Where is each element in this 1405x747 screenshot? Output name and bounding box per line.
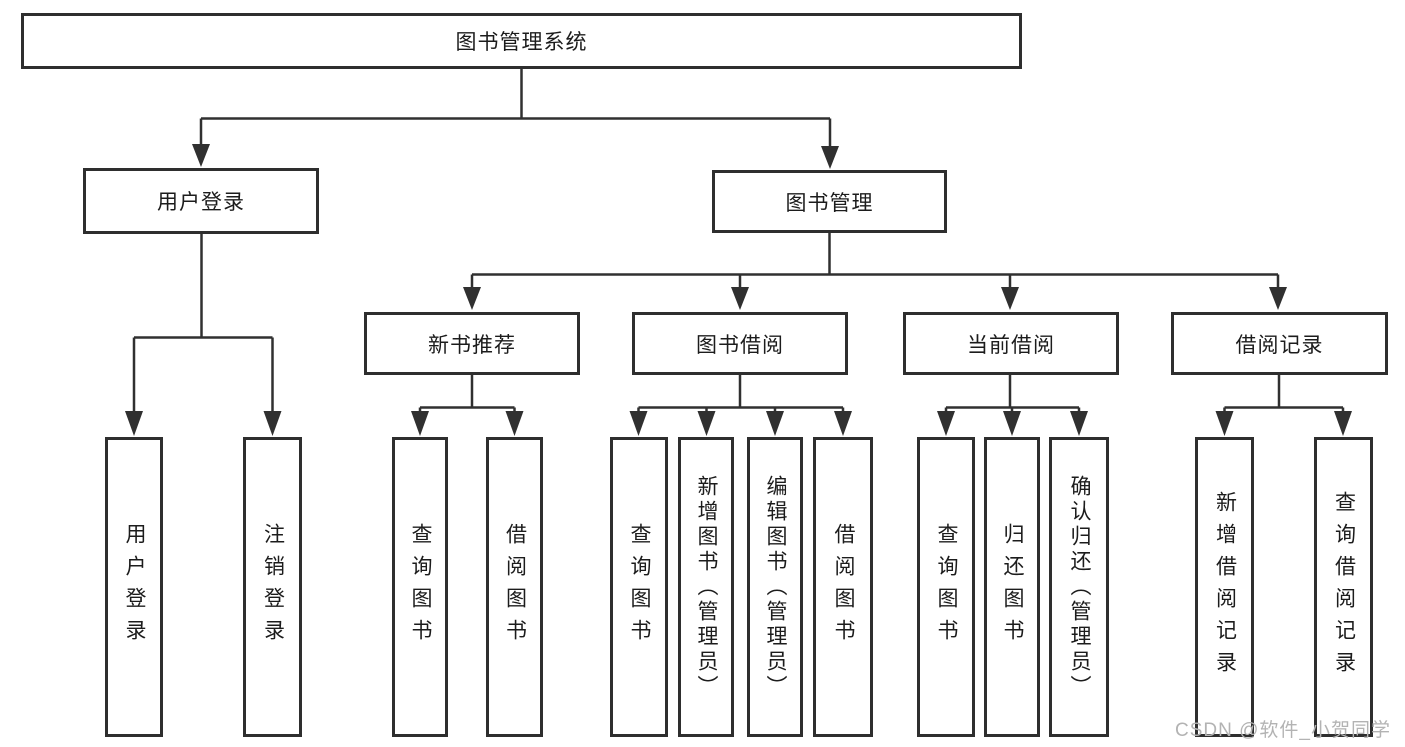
connector-user-login-to-leaves: [132, 234, 274, 413]
connector-new-book-to-leaves: [418, 374, 516, 413]
leaf-cb-confirm-return-admin: 确认归还（管理员）: [1049, 437, 1109, 737]
node-user-login: 用户登录: [83, 168, 319, 234]
arrowhead: [834, 411, 852, 436]
arrowheads: [125, 144, 1352, 436]
leaf-nb-query-books: 查询图书: [392, 437, 448, 737]
arrowhead: [192, 144, 210, 167]
node-new-book-recommend: 新书推荐: [364, 312, 580, 375]
leaf-bb-query-books: 查询图书: [610, 437, 668, 737]
connector-book-borrow-to-leaves: [637, 374, 845, 413]
leaf-label: 查询借阅记录: [1332, 491, 1356, 683]
arrowhead: [1215, 411, 1234, 436]
leaf-label: 编辑图书（管理员）: [764, 474, 787, 700]
arrowhead: [766, 411, 784, 436]
arrowhead: [411, 411, 429, 436]
node-label: 当前借阅: [967, 333, 1055, 357]
leaf-cb-return-books: 归还图书: [984, 437, 1040, 737]
connector-current-borrow-to-leaves: [944, 374, 1081, 413]
leaf-bb-edit-books-admin: 编辑图书（管理员）: [747, 437, 803, 737]
node-current-borrow: 当前借阅: [903, 312, 1119, 375]
leaf-nb-borrow-books: 借阅图书: [486, 437, 543, 737]
leaf-label: 借阅图书: [832, 523, 855, 651]
leaf-bb-borrow-books: 借阅图书: [813, 437, 873, 737]
arrowhead: [629, 411, 648, 436]
leaf-label: 确认归还（管理员）: [1068, 474, 1091, 700]
node-book-borrow: 图书借阅: [632, 312, 848, 375]
node-label: 借阅记录: [1235, 333, 1324, 357]
leaf-label: 用户登录: [123, 523, 146, 651]
connector-book-mgmt-to-level3: [470, 232, 1280, 289]
node-label: 用户登录: [157, 191, 245, 214]
leaf-logout: 注销登录: [243, 437, 302, 737]
arrowhead: [505, 411, 524, 436]
leaf-cb-query-books: 查询图书: [917, 437, 975, 737]
arrowhead: [1001, 287, 1019, 310]
leaf-br-add-borrow-record: 新增借阅记录: [1195, 437, 1254, 737]
node-book-management: 图书管理: [712, 170, 947, 233]
leaf-label: 归还图书: [1001, 523, 1024, 651]
csdn-watermark: CSDN @软件_小贺同学: [1175, 720, 1391, 741]
arrowhead: [821, 146, 839, 169]
leaf-label: 借阅图书: [503, 523, 527, 651]
leaf-label: 新增借阅记录: [1213, 491, 1237, 683]
arrowhead: [1003, 411, 1021, 436]
node-label: 图书管理系统: [455, 31, 588, 54]
node-root-system: 图书管理系统: [21, 13, 1022, 69]
arrowhead: [263, 411, 282, 436]
leaf-label: 新增图书（管理员）: [695, 474, 718, 700]
arrowhead: [125, 411, 143, 436]
leaf-bb-add-books-admin: 新增图书（管理员）: [678, 437, 734, 737]
leaf-label: 注销登录: [261, 523, 285, 651]
arrowhead: [1070, 411, 1088, 436]
arrowhead: [937, 411, 955, 436]
node-label: 图书管理: [785, 191, 874, 215]
arrowhead: [697, 411, 716, 436]
leaf-label: 查询图书: [409, 523, 432, 651]
connector-borrow-records-to-leaves: [1223, 374, 1345, 413]
node-borrow-records: 借阅记录: [1171, 312, 1388, 375]
arrowhead: [1269, 287, 1287, 310]
arrowhead: [1334, 411, 1352, 436]
arrowhead: [463, 287, 481, 310]
arrowhead: [731, 287, 749, 310]
leaf-br-query-borrow-record: 查询借阅记录: [1314, 437, 1373, 737]
leaf-label: 查询图书: [628, 523, 651, 651]
node-label: 图书借阅: [696, 333, 784, 357]
connector-root-to-level2: [199, 68, 832, 148]
leaf-label: 查询图书: [935, 523, 958, 651]
leaf-user-login: 用户登录: [105, 437, 163, 737]
node-label: 新书推荐: [428, 333, 516, 357]
